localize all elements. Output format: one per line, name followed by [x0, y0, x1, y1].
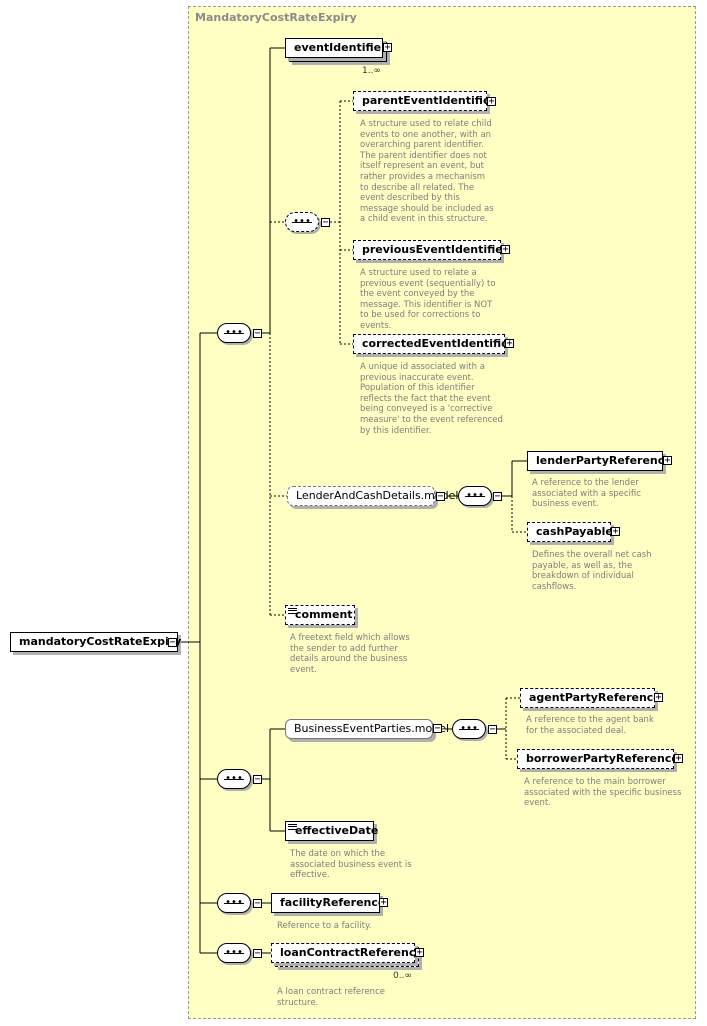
sequence-compositor-icon[interactable] — [458, 486, 492, 506]
cardinality: 1..∞ — [362, 66, 381, 76]
optional-sequence-compositor-icon[interactable] — [285, 212, 319, 232]
element-comment[interactable]: comment — [285, 605, 355, 625]
annotation: A freetext field which allows the sender… — [290, 633, 410, 675]
root-label: mandatoryCostRateExpiry — [19, 635, 182, 648]
group-frame — [188, 6, 696, 1019]
expand-icon[interactable]: + — [505, 338, 514, 349]
model-group-LenderAndCashDetails[interactable]: LenderAndCashDetails.model — [287, 486, 458, 506]
element-correctedEventIdentifier[interactable]: correctedEventIdentifier — [353, 334, 514, 354]
element-label: cashPayable — [536, 525, 613, 538]
element-label: borrowerPartyReference — [526, 752, 679, 765]
element-label: eventIdentifier — [294, 41, 387, 54]
expand-icon[interactable]: + — [654, 692, 663, 703]
annotation: A structure used to relate a previous ev… — [360, 268, 496, 331]
annotation: Reference to a facility. — [277, 921, 372, 931]
collapse-icon[interactable]: − — [436, 491, 445, 502]
collapse-icon[interactable]: − — [433, 723, 442, 734]
expand-icon[interactable]: + — [501, 244, 510, 255]
element-facilityReference[interactable]: facilityReference — [271, 893, 385, 913]
sequence-compositor-icon[interactable] — [217, 323, 251, 343]
element-eventIdentifier[interactable]: eventIdentifier — [285, 38, 387, 58]
element-parentEventIdentifier[interactable]: parentEventIdentifier — [353, 91, 496, 111]
element-label: previousEventIdentifier — [362, 243, 509, 256]
annotation: A structure used to relate child events … — [360, 119, 494, 225]
annotation: The date on which the associated busines… — [290, 849, 412, 881]
group-title: MandatoryCostRateExpiry — [195, 11, 357, 24]
element-agentPartyReference[interactable]: agentPartyReference — [520, 688, 661, 708]
collapse-icon[interactable]: − — [253, 948, 262, 959]
annotation: Defines the overall net cash payable, as… — [532, 550, 652, 592]
annotation: A reference to the main borrower associa… — [524, 777, 682, 809]
collapse-icon[interactable]: − — [488, 724, 497, 735]
model-group-BusinessEventParties[interactable]: BusinessEventParties.model — [285, 719, 449, 739]
expand-icon[interactable]: + — [663, 455, 672, 466]
element-label: correctedEventIdentifier — [362, 337, 515, 350]
element-cashPayable[interactable]: cashPayable — [527, 522, 613, 542]
expand-icon[interactable]: + — [487, 96, 496, 107]
element-label: comment — [295, 608, 353, 621]
element-label: loanContractReference — [280, 946, 423, 959]
expand-icon[interactable]: + — [383, 42, 392, 53]
element-label: lenderPartyReference — [536, 454, 672, 467]
annotation: A unique id associated with a previous i… — [360, 362, 503, 436]
collapse-icon[interactable]: − — [168, 637, 177, 648]
text-type-icon — [288, 608, 297, 614]
element-label: LenderAndCashDetails.model — [296, 489, 459, 502]
collapse-icon[interactable]: − — [321, 217, 330, 228]
collapse-icon[interactable]: − — [253, 774, 262, 785]
element-label: facilityReference — [280, 896, 386, 909]
element-label: agentPartyReference — [529, 691, 661, 704]
root-element-mandatoryCostRateExpiry[interactable]: mandatoryCostRateExpiry — [10, 632, 182, 652]
expand-icon[interactable]: + — [379, 897, 388, 908]
collapse-icon[interactable]: − — [253, 328, 262, 339]
expand-icon[interactable]: + — [611, 526, 620, 537]
cardinality: 0..∞ — [393, 971, 412, 981]
element-previousEventIdentifier[interactable]: previousEventIdentifier — [353, 240, 508, 260]
collapse-icon[interactable]: − — [253, 898, 262, 909]
element-label: BusinessEventParties.model — [294, 722, 450, 735]
element-effectiveDate[interactable]: effectiveDate — [285, 821, 378, 841]
text-type-icon — [288, 824, 297, 830]
element-label: parentEventIdentifier — [362, 94, 496, 107]
element-borrowerPartyReference[interactable]: borrowerPartyReference — [517, 749, 679, 769]
sequence-compositor-icon[interactable] — [217, 769, 251, 789]
annotation: A loan contract reference structure. — [277, 987, 385, 1008]
collapse-icon[interactable]: − — [493, 491, 502, 502]
sequence-compositor-icon[interactable] — [217, 893, 251, 913]
sequence-compositor-icon[interactable] — [217, 943, 251, 963]
expand-icon[interactable]: + — [415, 947, 424, 958]
annotation: A reference to the lender associated wit… — [532, 478, 641, 510]
element-lenderPartyReference[interactable]: lenderPartyReference — [527, 451, 672, 471]
annotation: A reference to the agent bank for the as… — [526, 715, 654, 736]
element-loanContractReference[interactable]: loanContractReference — [271, 943, 423, 963]
expand-icon[interactable]: + — [674, 753, 683, 764]
sequence-compositor-icon[interactable] — [452, 719, 486, 739]
element-label: effectiveDate — [295, 824, 379, 837]
